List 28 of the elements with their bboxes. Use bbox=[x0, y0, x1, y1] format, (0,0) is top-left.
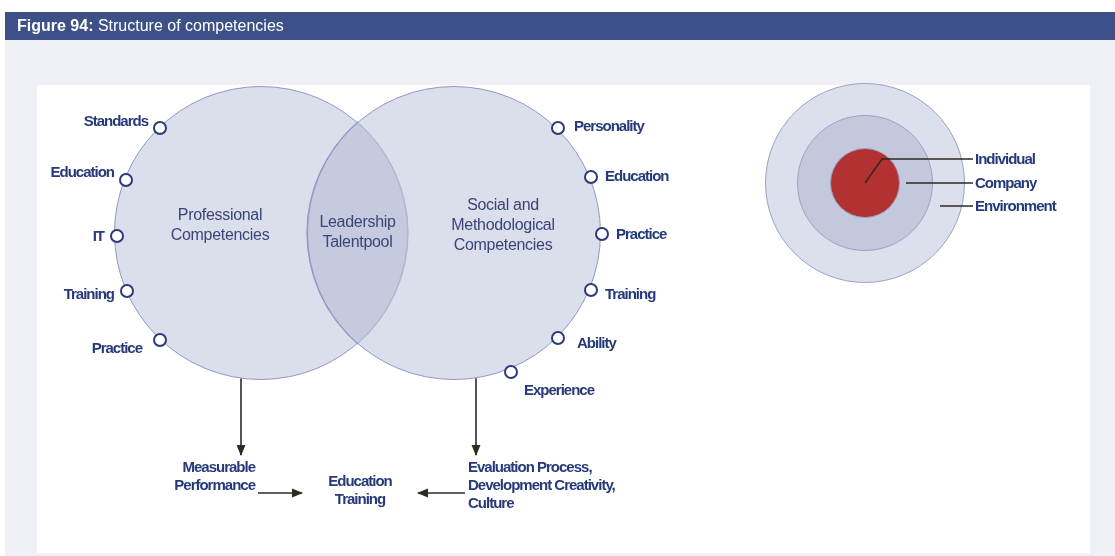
competency-label: Experience bbox=[524, 381, 595, 399]
circle-label: Social and Methodological Competencies bbox=[450, 195, 556, 255]
text-label: Education Training bbox=[305, 472, 415, 508]
competency-label: Education bbox=[605, 167, 669, 185]
arrow bbox=[236, 377, 246, 457]
competency-label: Education bbox=[49, 163, 114, 181]
competency-label: Personality bbox=[574, 117, 644, 135]
text-label: Individual bbox=[975, 150, 1085, 168]
text-label: Environment bbox=[975, 197, 1085, 215]
leader-line bbox=[905, 182, 974, 184]
lens-label: Leadership Talentpool bbox=[307, 212, 408, 252]
arrow bbox=[471, 377, 481, 457]
competency-label: Training bbox=[605, 285, 656, 303]
arrow bbox=[257, 488, 304, 498]
competency-label: IT bbox=[91, 227, 104, 245]
figure-title: Figure 94: Structure of competencies bbox=[17, 17, 284, 35]
leader-line bbox=[939, 205, 974, 207]
text-label: Measurable Performance bbox=[140, 458, 255, 494]
circle-label: Professional Competencies bbox=[169, 205, 271, 245]
competency-label: Training bbox=[62, 285, 114, 303]
text-label: Evaluation Process, Development Creativity, Culture bbox=[468, 458, 638, 512]
competency-label: Practice bbox=[616, 225, 667, 243]
leader-line bbox=[864, 158, 974, 184]
competency-label: Ability bbox=[577, 334, 616, 352]
text-label: Company bbox=[975, 174, 1085, 192]
competency-label: Standards bbox=[82, 112, 148, 130]
arrow bbox=[416, 488, 466, 498]
competency-label: Practice bbox=[90, 339, 142, 357]
